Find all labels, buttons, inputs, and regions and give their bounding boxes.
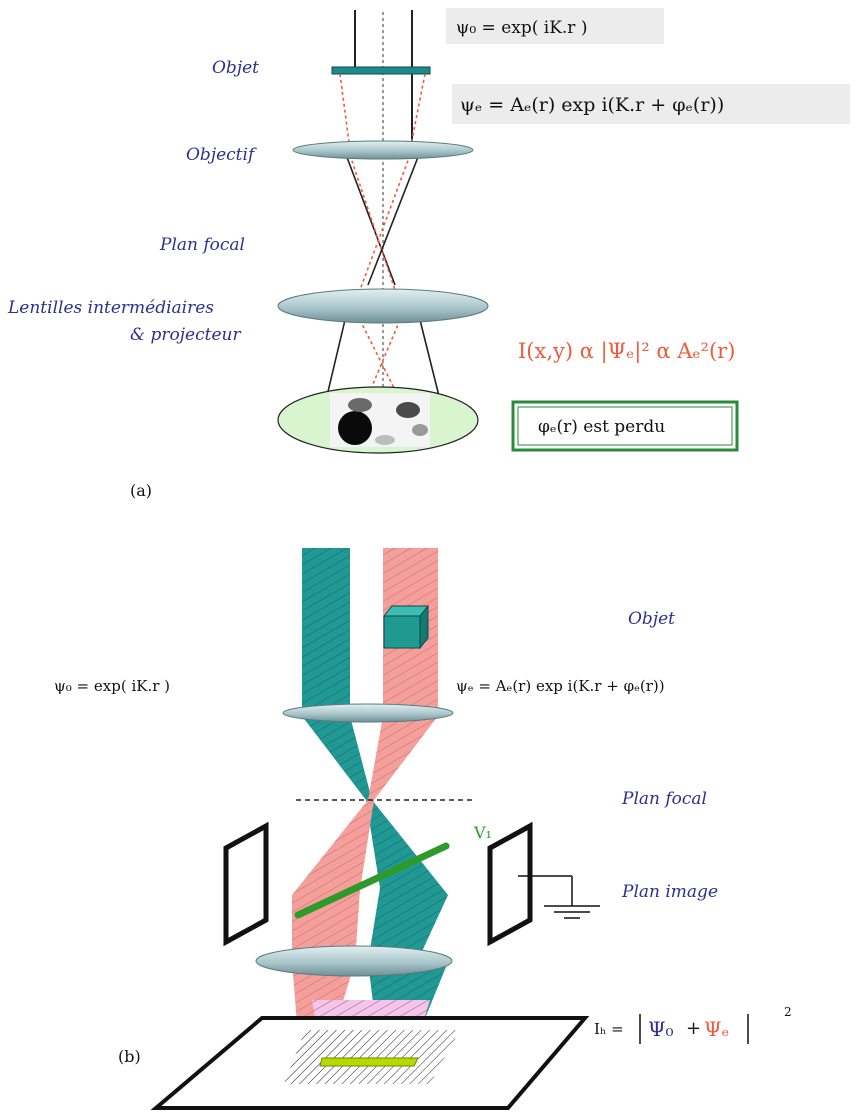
object-wave-formula: ψₑ = Aₑ(r) exp i(K.r + φₑ(r)) [456, 677, 665, 695]
incident-wave-formula: ψ₀ = exp( iK.r ) [456, 18, 587, 38]
reference-wave-formula: ψ₀ = exp( iK.r ) [54, 677, 170, 695]
svg-text:Iₕ =: Iₕ = [594, 1020, 624, 1038]
label-focal-plane-b: Plan focal [621, 789, 707, 809]
object-cube [384, 606, 428, 648]
panel-a-caption: (a) [130, 481, 152, 500]
object-slab [332, 67, 430, 74]
detector-grid [284, 1030, 460, 1084]
panel-b-caption: (b) [118, 1047, 141, 1066]
label-object-b: Objet [628, 609, 675, 629]
panel-a: ψ₀ = exp( iK.r ) ψₑ = Aₑ(r) exp i(K.r + … [7, 8, 850, 500]
label-focal-plane: Plan focal [159, 235, 245, 255]
objective-lens [293, 141, 473, 159]
electrode-plate-right [490, 826, 530, 942]
label-lenses-line1: Lentilles intermédiaires [7, 298, 214, 318]
interference-fringes [320, 1058, 418, 1066]
projector-lens-b [256, 946, 452, 976]
voltage-label: V₁ [473, 823, 492, 842]
exit-wave-formula: ψₑ = Aₑ(r) exp i(K.r + φₑ(r)) [460, 94, 724, 116]
object-beam-converging [368, 716, 438, 800]
hologram-formula: Iₕ = Ψ₀ + Ψₑ 2 [594, 1005, 792, 1044]
label-objective: Objectif [186, 145, 257, 165]
object-beam-diverging [292, 800, 374, 962]
reference-beam-converging [302, 716, 372, 800]
phase-lost-note: φₑ(r) est perdu [538, 417, 665, 437]
label-image-plane-b: Plan image [621, 882, 718, 902]
reference-beam [302, 548, 350, 710]
objective-lens-b [283, 704, 453, 722]
svg-text:+: + [686, 1018, 701, 1039]
panel-b: V₁ Objet ψ₀ = exp( iK.r ) ψₑ = Aₑ(r) exp… [54, 548, 792, 1108]
svg-text:Ψ₀: Ψ₀ [648, 1017, 674, 1041]
screen-image [330, 393, 430, 447]
intensity-formula: I(x,y) α |Ψₑ|² α Aₑ²(r) [518, 339, 735, 364]
svg-text:2: 2 [784, 1005, 792, 1019]
electrode-plate-left [226, 826, 266, 942]
svg-text:Ψₑ: Ψₑ [704, 1017, 729, 1041]
intermediate-lens [278, 289, 488, 323]
label-object: Objet [212, 58, 259, 78]
label-lenses-line2: & projecteur [130, 325, 241, 345]
